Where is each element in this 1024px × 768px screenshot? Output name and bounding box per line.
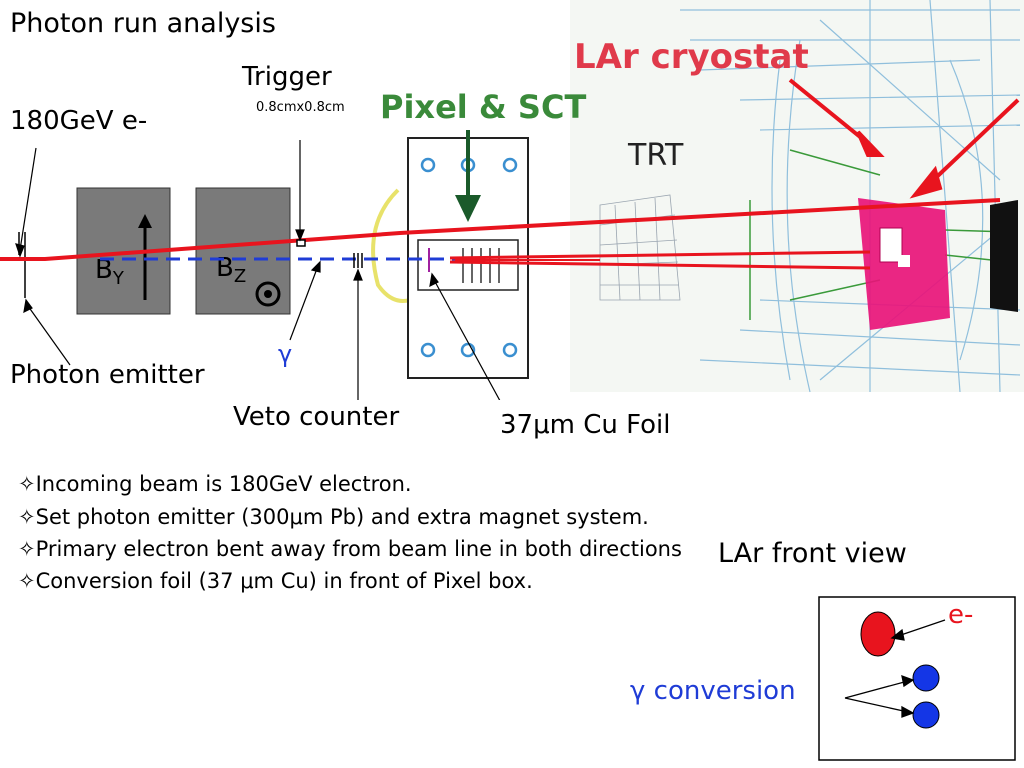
gamma-conversion-label: γ conversion (630, 676, 796, 706)
atlas-blueprint (570, 0, 1024, 393)
magnet-bz (195, 187, 291, 315)
photon-dot (912, 664, 940, 692)
bullet-item: ✧Primary electron bent away from beam li… (18, 537, 682, 561)
bullet-item: ✧Set photon emitter (300μm Pb) and extra… (18, 505, 649, 529)
trt-label: TRT (627, 138, 684, 173)
photon-emitter-label: Photon emitter (10, 360, 205, 390)
lar-cryostat-label: LAr cryostat (574, 37, 809, 77)
star-bullet-icon: ✧ (18, 569, 36, 593)
bullet-item: ✧Incoming beam is 180GeV electron. (18, 472, 412, 496)
bullet-item: ✧Conversion foil (37 μm Cu) in front of … (18, 569, 533, 593)
star-bullet-icon: ✧ (18, 472, 36, 496)
pixel-sct-box (371, 130, 529, 379)
page-title: Photon run analysis (10, 8, 276, 39)
photon-dot (912, 701, 940, 729)
electron-dot (860, 611, 896, 657)
veto-counter-label: Veto counter (233, 402, 400, 432)
front-view-box (818, 596, 1016, 761)
star-bullet-icon: ✧ (18, 505, 36, 529)
lar-front-view-label: LAr front view (718, 538, 907, 569)
detector-diagram: Pixel & SCT LAr cryostat TRT BY BZ (0, 0, 1024, 400)
electron-beam-line (0, 198, 1001, 261)
e-minus-label: e- (948, 600, 974, 630)
bullet-list: ✧Incoming beam is 180GeV electron. ✧Set … (18, 468, 698, 598)
cu-foil-label: 37μm Cu Foil (500, 410, 671, 440)
trigger-label: Trigger (242, 62, 332, 92)
star-bullet-icon: ✧ (18, 537, 36, 561)
beam-label: 180GeV e- (10, 106, 148, 136)
trigger-size-label: 0.8cmx0.8cm (256, 100, 345, 115)
pixel-sct-label: Pixel & SCT (380, 88, 586, 126)
by-label: BY (95, 255, 125, 289)
gamma-label: γ (278, 340, 293, 368)
